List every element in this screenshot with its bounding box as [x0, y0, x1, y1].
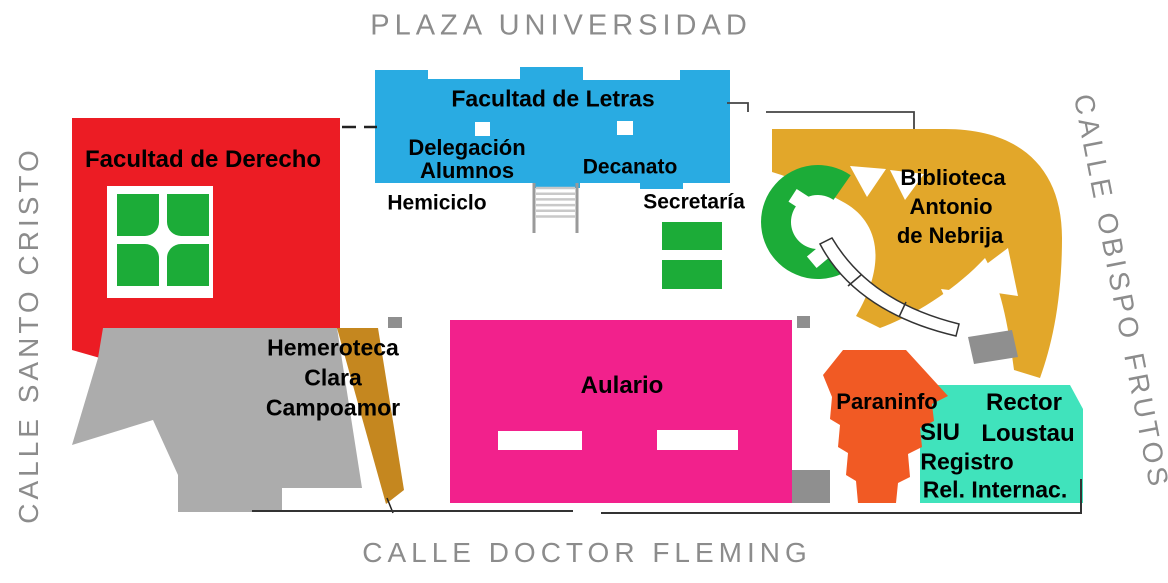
- street-label-plaza-universidad: PLAZA UNIVERSIDAD: [370, 9, 752, 42]
- street-label-calle-doctor-fleming: CALLE DOCTOR FLEMING: [362, 537, 812, 568]
- building-paraninfo[interactable]: [823, 350, 948, 503]
- label-aulario: Aulario: [580, 372, 664, 399]
- street-boundary-line: [601, 479, 1082, 514]
- stair-arc-ticks: [847, 274, 907, 318]
- label-biblioteca: de Nebrija: [896, 223, 1004, 248]
- building-rectorado[interactable]: [920, 385, 1083, 503]
- building-hemeroteca[interactable]: [337, 328, 404, 504]
- building-aulario[interactable]: [450, 320, 792, 503]
- label-hemeroteca: Clara: [304, 364, 362, 391]
- courtyard-garden-icon: [167, 244, 209, 286]
- biblioteca-skylight-wedge: [941, 289, 974, 319]
- aulario-slot: [657, 430, 738, 450]
- garden-arc-notch: [788, 188, 824, 220]
- aulario-slot: [498, 431, 582, 450]
- footbridge-line: [727, 102, 749, 112]
- stairs-icon: [532, 183, 579, 233]
- secretaria-block[interactable]: [662, 260, 722, 289]
- biblioteca-skylight-wedge: [850, 166, 886, 197]
- label-decanato: Decanato: [582, 155, 678, 179]
- label-loustau: Loustau: [981, 420, 1075, 447]
- label-hemiciclo: Hemiciclo: [387, 191, 487, 215]
- label-facultad-letras: Facultad de Letras: [451, 85, 655, 112]
- label-secretaria: Secretaría: [643, 190, 745, 214]
- biblioteca-skylight-wedge: [890, 170, 924, 200]
- label-paraninfo: Paraninfo: [836, 389, 938, 414]
- secretaria-block[interactable]: [662, 222, 722, 250]
- service-block-gray: [797, 316, 810, 328]
- service-block-gray: [388, 317, 402, 328]
- stair-arc-outline: [818, 237, 960, 337]
- street-label-calle-santo-cristo: CALLE SANTO CRISTO: [13, 146, 44, 524]
- service-block-gray: [968, 330, 1018, 364]
- parking-area: [72, 328, 362, 512]
- courtyard-garden-icon: [117, 194, 159, 236]
- label-delegacion-alumnos: Delegación: [408, 135, 526, 160]
- label-facultad-derecho: Facultad de Derecho: [84, 146, 322, 173]
- label-biblioteca: Biblioteca: [900, 165, 1006, 190]
- biblioteca-skylight-wedge: [956, 248, 1018, 296]
- letras-patio-icon: [475, 122, 490, 136]
- building-facultad-letras[interactable]: [375, 67, 730, 189]
- label-biblioteca: Antonio: [909, 194, 993, 219]
- label-siu: SIU: [919, 419, 961, 446]
- courtyard-garden-icon: [117, 244, 159, 286]
- footbridge-line: [766, 111, 915, 129]
- courtyard-garden-icon: [167, 194, 209, 236]
- label-rel-internac: Rel. Internac.: [922, 476, 1068, 503]
- label-hemeroteca: Hemeroteca: [267, 334, 399, 361]
- label-registro: Registro: [920, 448, 1014, 475]
- label-rector: Rector: [985, 389, 1063, 416]
- label-delegacion-alumnos: Alumnos: [419, 158, 515, 183]
- label-hemeroteca: Campoamor: [265, 394, 401, 421]
- service-block-gray: [792, 470, 830, 503]
- building-biblioteca[interactable]: [772, 129, 1062, 378]
- letras-patio-icon: [617, 121, 633, 135]
